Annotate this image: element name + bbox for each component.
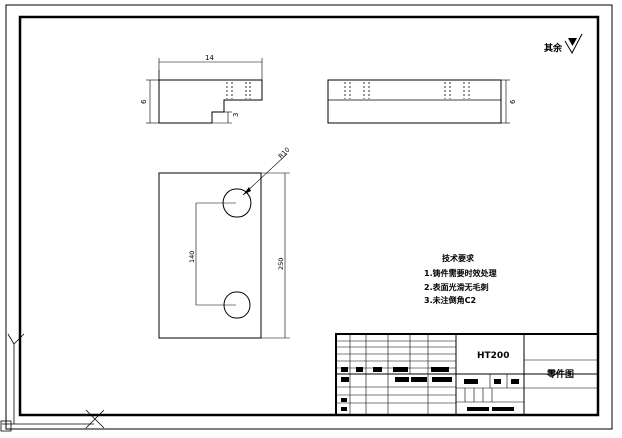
tech-requirements: 技术要求 1.铸件需要时效处理 2.表面光滑无毛刺 3.未注倒角C2 bbox=[424, 253, 497, 305]
ucs-icon bbox=[0, 333, 94, 432]
dim-front-width: 14 bbox=[205, 54, 214, 62]
roughness-triangle-icon bbox=[568, 38, 577, 46]
top-view: 140 R10 250 bbox=[158, 146, 292, 339]
drawing-frame bbox=[18, 15, 600, 417]
dim-side-height: 6 bbox=[509, 99, 517, 104]
leader-slot-radius bbox=[242, 153, 288, 196]
title-block: HT200 零件图 bbox=[335, 333, 599, 416]
title-part-name: 零件图 bbox=[546, 368, 574, 380]
tech-requirements-title: 技术要求 bbox=[442, 253, 475, 263]
title-material: HT200 bbox=[477, 351, 509, 361]
dim-slot-radius: R10 bbox=[277, 146, 292, 161]
roughness-symbol: 其余 bbox=[544, 33, 583, 55]
dim-plate-height: 250 bbox=[277, 258, 285, 270]
tech-requirement-item-3: 3.未注倒角C2 bbox=[424, 295, 476, 305]
tech-requirement-item-2: 2.表面光滑无毛刺 bbox=[424, 282, 489, 292]
dim-front-height: 6 bbox=[140, 99, 148, 104]
side-view: 6 bbox=[327, 79, 517, 124]
dim-front-step: 3 bbox=[232, 113, 240, 117]
cursor-cross-icon bbox=[85, 409, 105, 429]
sheet-border bbox=[5, 4, 613, 430]
slot-upper bbox=[222, 188, 252, 218]
dim-slot-spacing: 140 bbox=[188, 251, 196, 263]
roughness-note: 其余 bbox=[544, 42, 563, 54]
tech-requirement-item-1: 1.铸件需要时效处理 bbox=[424, 268, 497, 278]
slot-lower bbox=[223, 291, 251, 319]
front-view: 14 6 3 bbox=[140, 54, 263, 124]
